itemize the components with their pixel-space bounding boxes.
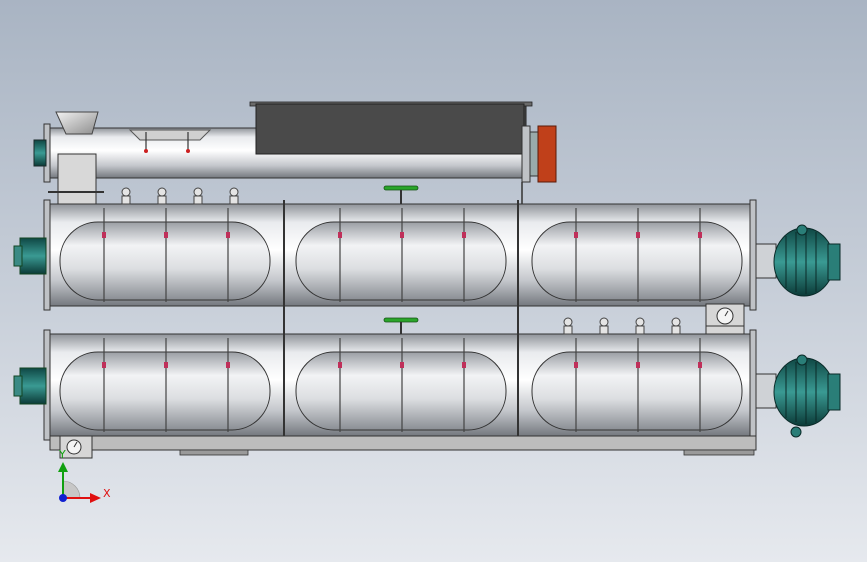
inlet-funnel [55,111,99,135]
bearing-icon [121,187,239,205]
drum-upper [13,185,841,312]
screw-conveyor [33,101,557,217]
y-axis-label: Y [59,448,66,461]
drum-lower [13,312,841,459]
axis-triad [58,462,101,503]
x-axis-label: X [103,487,111,500]
handwheel-valve-icon [383,185,419,204]
electric-motor-icon [755,224,841,297]
drive-end-cap [537,125,557,183]
